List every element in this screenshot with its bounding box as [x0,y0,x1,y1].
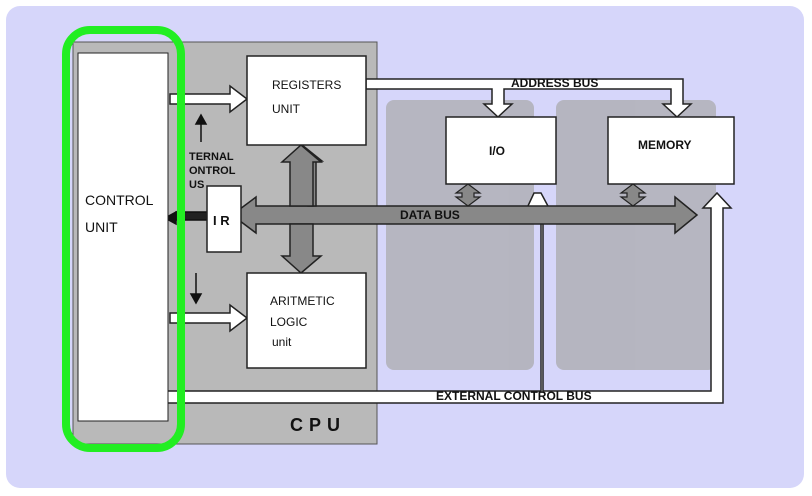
data-bus [230,195,699,235]
alu-data-link-arrow [280,223,324,274]
io-data-connector [454,183,482,207]
registers-unit-label-line1: REGISTERS [272,78,341,92]
ir-label: I R [213,213,230,228]
internal-arrow-down-head [189,293,203,305]
data-bus-label: DATA BUS [400,208,460,222]
internal-control-arrows [163,113,209,305]
memory-data-connector [619,183,647,207]
alu-label-line2: LOGIC [270,315,308,329]
memory-box [607,116,735,185]
ir-box [206,185,242,253]
registers-unit-box [246,55,367,146]
control-unit-box [77,52,169,422]
registers-data-link-arrow [280,144,324,207]
control-unit-label-line1: CONTROL [85,192,154,208]
io-label: I/O [489,144,505,158]
alu-label-line1: ARITMETIC [270,294,335,308]
address-bus-label: ADDRESS BUS [511,76,598,90]
control-unit-label-line2: UNIT [85,219,118,235]
internal-bus-label-line3: US [189,179,204,191]
address-bus [365,78,693,119]
internal-arrow-up-head [194,113,208,125]
alu-box [246,272,367,369]
internal-bus-label-line2: ONTROL [189,165,236,177]
io-box [445,116,557,185]
cpu-label: CPU [290,415,346,435]
external-control-bus-label: EXTERNAL CONTROL BUS [436,389,592,403]
control-unit-highlight [62,26,185,452]
memory-label: MEMORY [638,138,692,152]
registers-unit-label-line2: UNIT [272,102,301,116]
alu-label-line3: unit [272,335,292,349]
internal-bus-label-line1: TERNAL [189,151,234,163]
